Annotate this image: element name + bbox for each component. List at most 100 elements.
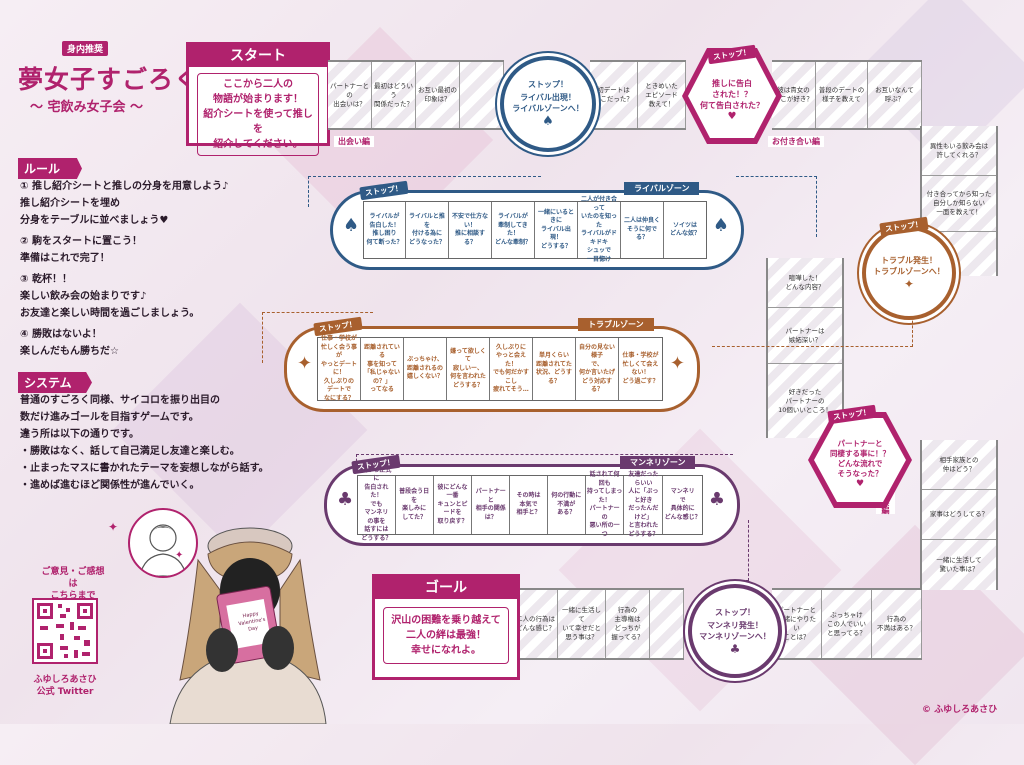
goal-line: 幸せになれよ。 bbox=[411, 645, 481, 656]
board-space[interactable]: ライバルが 牽制してきた！ どんな牽制？ bbox=[492, 202, 535, 258]
heart-icon: ♥ bbox=[727, 111, 737, 122]
trouble-zone: ✦ ✦ 仕事・学校が 忙しく会う事が やっとデート に！ 久しぶりの デートで … bbox=[284, 326, 700, 412]
start-head: スタート bbox=[189, 45, 327, 67]
rival-zone-label: ライバルゾーン bbox=[624, 182, 700, 195]
board-space[interactable]: パートナーと 一緒にやりたい ことは？ bbox=[772, 590, 822, 658]
board-space[interactable] bbox=[460, 62, 504, 128]
board-space[interactable]: その時は 本気で 相手と？ bbox=[510, 476, 548, 534]
board-space[interactable]: 二人は仲良く そうに何でる？ bbox=[621, 202, 664, 258]
board-space[interactable]: 相手家族との 仲はどう？ bbox=[922, 440, 996, 490]
track-bottom-right: 相手家族との 仲はどう？ 家事はどうしてる？ 一緒に生活して 驚いた事は？ bbox=[920, 440, 998, 590]
qr-code-icon bbox=[37, 603, 93, 659]
page-title: 夢女子すごろく bbox=[18, 65, 201, 94]
system-text: 普通のすごろく同様、サイコロを振り出目の 数だけ進みゴールを目指すゲームです。 … bbox=[20, 392, 320, 494]
stop-rival[interactable]: ストップ！ ライバル出現！ ライバルゾーンへ！ ♠ bbox=[500, 56, 596, 152]
goal-line: 二人の絆は最強！ bbox=[406, 630, 486, 641]
start-line: ここから二人の bbox=[223, 79, 293, 90]
stop-mannneri-text: マンネリ発生！ マンネリゾーンへ！ bbox=[699, 620, 771, 641]
board-space[interactable]: 単月くらい 距離されてた 状況、どうする？ bbox=[533, 338, 576, 400]
board-space[interactable]: 二人が付き合って いたのを知った ライバルがドキドキ シュッで 一目惚け bbox=[578, 196, 621, 263]
board-space[interactable]: お互い最初の 印象は？ bbox=[416, 62, 460, 128]
system-line: 普通のすごろく同様、サイコロを振り出目の bbox=[20, 395, 220, 406]
track-bottom-left: 二人の行為は どんな感じ？ 一緒に生活して いて幸せだと 思う事は？ 行為の 主… bbox=[514, 588, 684, 660]
board-space[interactable]: 一緒に生活して 驚いた事は？ bbox=[922, 540, 996, 590]
mannneri-zone-spaces: 彼から正式に 告白された！ でも マンネリ の事を 話すには どうする？ 普段会… bbox=[357, 467, 703, 542]
stop-rival-tag: ストップ！ bbox=[528, 80, 568, 89]
diamond-icon: ✦ bbox=[669, 353, 685, 374]
board-space[interactable]: ぶっちゃけ この人でいい と思ってる？ bbox=[822, 590, 872, 658]
board-space[interactable] bbox=[650, 590, 684, 658]
rule-line: 推し紹介シートを埋め bbox=[20, 198, 120, 209]
board-space[interactable]: ときめいた エピソード 教えて！ bbox=[638, 62, 686, 128]
page-subtitle: 〜 宅飲み女子会 〜 bbox=[30, 100, 144, 115]
rule-line: 楽しい飲み会の始まりです♪ bbox=[20, 291, 147, 302]
system-line: ・進めば進むほど関係性が進んでいく。 bbox=[20, 480, 200, 491]
board-space[interactable]: 家事はどうしてる？ bbox=[922, 490, 996, 540]
board-space[interactable]: 普段会う日を 楽しみに してた？ bbox=[396, 476, 434, 534]
system-line: ・勝敗はなく、話して自己満足し友達と楽しむ。 bbox=[20, 446, 240, 457]
partner-avatar bbox=[128, 508, 198, 578]
rules-heading: ルール bbox=[18, 158, 82, 179]
board-space[interactable]: 最初はどういう 関係だった？ bbox=[372, 62, 416, 128]
board-space[interactable]: 初デートは どこだった？ bbox=[590, 62, 638, 128]
board-space[interactable]: 喧嘩した！ どんな内容？ bbox=[768, 258, 842, 308]
board-space[interactable]: 行為の 不満はある？ bbox=[872, 590, 922, 658]
contact-line: ご意見・ご感想は bbox=[41, 567, 105, 589]
board-space[interactable]: 行為の 主導権は どっちが 握ってる？ bbox=[606, 590, 650, 658]
stop-mannneri-tag: ストップ！ bbox=[715, 607, 755, 617]
track-top-right: 彼は貴女の どこが好き？ 普段のデートの 様子を教えて お互いなんて 呼ぶ？ bbox=[772, 60, 922, 130]
board-space[interactable]: 不安で仕方ない！ 推に相談する？ bbox=[449, 202, 492, 258]
board-space[interactable]: 何の行動に 不満が ある？ bbox=[548, 476, 586, 534]
goal-head: ゴール bbox=[375, 577, 517, 599]
stop-mannneri[interactable]: ストップ！ マンネリ発生！ マンネリゾーンへ！ ♣ bbox=[688, 584, 782, 678]
board-space[interactable]: 一緒にいるときに ライバル出現！ どうする？ bbox=[535, 202, 578, 258]
connector-rival-out bbox=[736, 176, 817, 237]
board-space[interactable]: 嫌って欲しくて 寂しいー、 何を言われた どうする？ bbox=[447, 338, 490, 400]
board-space[interactable]: ソイツは どんな奴？ bbox=[669, 221, 700, 238]
board-space[interactable]: パートナーとの 出会いは？ bbox=[328, 62, 372, 128]
board-space[interactable]: 距離されている 事を知って 「私じゃないの？」 ってなる bbox=[361, 338, 404, 400]
trouble-zone-label: トラブルゾーン bbox=[578, 318, 654, 331]
board-space[interactable]: 自分の見ない様子 で、 何か言いたげ どう対応する？ bbox=[576, 338, 619, 400]
board-space[interactable]: 普段のデートの 様子を教えて bbox=[816, 62, 868, 128]
board-space[interactable]: ライバルと推を 付ける為に どうなった？ bbox=[406, 202, 449, 258]
board-space[interactable]: 異性もいる飲み会は 許してくれる？ bbox=[922, 126, 996, 176]
board-space[interactable]: マンネリ で 具体的に どんな感じ？ bbox=[664, 488, 701, 521]
board-space[interactable]: 仕事・学校が 忙しく会う事が やっとデート に！ 久しぶりの デートで なにする… bbox=[318, 335, 361, 402]
track-top-mid: 初デートは どこだった？ ときめいた エピソード 教えて！ bbox=[590, 60, 686, 130]
board-space[interactable]: 付き合ってから知った 自分しか知らない 一面を教えて！ bbox=[922, 176, 996, 232]
girl-holding-card-icon bbox=[169, 527, 327, 725]
diamond-icon: ✦ bbox=[903, 277, 915, 291]
contact-line: こちらまで bbox=[50, 591, 96, 601]
start-line: 紹介シートを使って推しを bbox=[203, 109, 313, 135]
start-box: スタート ここから二人の 物語が始まります！ 紹介シートを使って推しを 紹介して… bbox=[186, 42, 330, 156]
connector-rival bbox=[308, 176, 541, 207]
board-space[interactable]: パートナーと 相手の関係は？ bbox=[472, 476, 511, 534]
copyright: © ふゆしろあさひ bbox=[922, 705, 998, 715]
qr-code[interactable] bbox=[32, 598, 98, 664]
sparkle-icon: ✦ bbox=[108, 520, 119, 534]
board-space[interactable]: 二人の行為は どんな感じ？ bbox=[514, 590, 558, 658]
spade-icon: ♠ bbox=[542, 114, 554, 129]
spade-icon: ♠ bbox=[343, 215, 360, 236]
board-space[interactable]: 彼から正式に 告白された！ でも マンネリ の事を 話すには どうする？ bbox=[358, 467, 396, 542]
board-space[interactable]: お互いなんて 呼ぶ？ bbox=[868, 62, 922, 128]
stop-kokuhaku[interactable]: 推しに告白 された！？ 何て告白された？ ♥ bbox=[688, 54, 776, 138]
rule-line: 準備はこれで完了！ bbox=[20, 253, 110, 264]
board-space[interactable]: 話されて何回も 持ってしまった！ パートナーの 悪い所の一つ bbox=[586, 471, 625, 538]
board-space[interactable]: 久しぶりに やっと会えた！ でも何だかすこし 疲れてそう… bbox=[490, 338, 533, 400]
diamond-icon: ✦ bbox=[297, 353, 313, 374]
board-space[interactable]: 一緒に生活して いて幸せだと 思う事は？ bbox=[558, 590, 606, 658]
start-line: 紹介してください。 bbox=[213, 139, 303, 150]
board-space[interactable]: 友達だったらいい 人に「ぶっと好き だったんだけど」 と言われた どうする？ bbox=[624, 471, 664, 538]
board-space[interactable]: 彼にどんな一番 キュンとピードを 取り戻す？ bbox=[434, 476, 473, 534]
board-space[interactable]: ライバルが 告白した！ 推し困り 何て断った？ bbox=[364, 202, 406, 258]
title-tag: 身内推奨 bbox=[62, 41, 109, 56]
rules-text: ① 推し紹介シートと推しの分身を用意しよう♪ 推し紹介シートを埋め 分身をテーブ… bbox=[20, 178, 320, 360]
rule-line: 楽しんだもん勝ちだ☆ bbox=[20, 346, 119, 357]
stop-trouble[interactable]: トラブル発生！ トラブルゾーンへ！ ✦ bbox=[862, 226, 956, 320]
board-space[interactable]: パートナーは 嫉妬深い？ bbox=[768, 308, 842, 364]
start-body: ここから二人の 物語が始まります！ 紹介シートを使って推しを 紹介してください。 bbox=[197, 73, 319, 156]
board-space[interactable]: ぶっちゃけ、 距離されるの 嬉しくない？ bbox=[404, 338, 447, 400]
board-space[interactable]: 仕事・学校が 忙しくて会え ない！ どう過ごす？ bbox=[622, 352, 659, 385]
